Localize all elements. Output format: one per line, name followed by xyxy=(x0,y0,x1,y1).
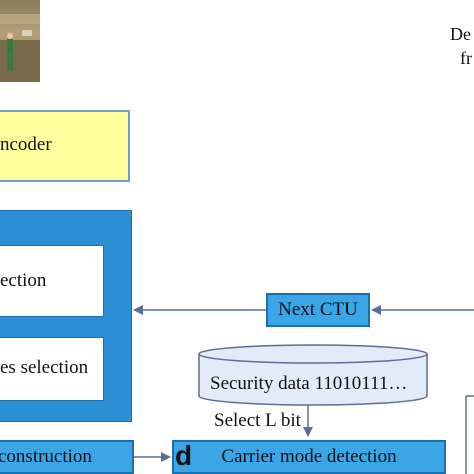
carrier-step-letter: d xyxy=(175,440,193,471)
encoder-label: ncoder xyxy=(0,134,52,155)
top-right-text-line2: fr xyxy=(460,48,472,68)
inner-selection-box-upper xyxy=(0,245,104,317)
security-data-label: Security data 11010111… xyxy=(210,373,408,394)
carrier-mode-detection-label: Carrier mode detection xyxy=(221,446,397,467)
select-bits-label: Select L bit xyxy=(214,410,301,431)
construction-node: construction xyxy=(0,440,134,474)
encoder-box xyxy=(0,110,130,182)
inner-selection-label-lower: es selection xyxy=(0,357,89,378)
top-right-text-line1: De xyxy=(450,24,471,44)
next-ctu-node: Next CTU xyxy=(266,293,370,327)
security-data-database-icon xyxy=(198,344,428,406)
construction-label: construction xyxy=(0,446,92,467)
carrier-mode-detection-node: Carrier mode detection xyxy=(172,440,446,474)
video-frame-thumbnail xyxy=(0,0,40,82)
player-figure-graphic xyxy=(0,14,40,82)
inner-selection-label-upper: ection xyxy=(0,270,47,291)
inner-selection-box-lower xyxy=(0,337,104,401)
next-ctu-label: Next CTU xyxy=(278,299,358,320)
